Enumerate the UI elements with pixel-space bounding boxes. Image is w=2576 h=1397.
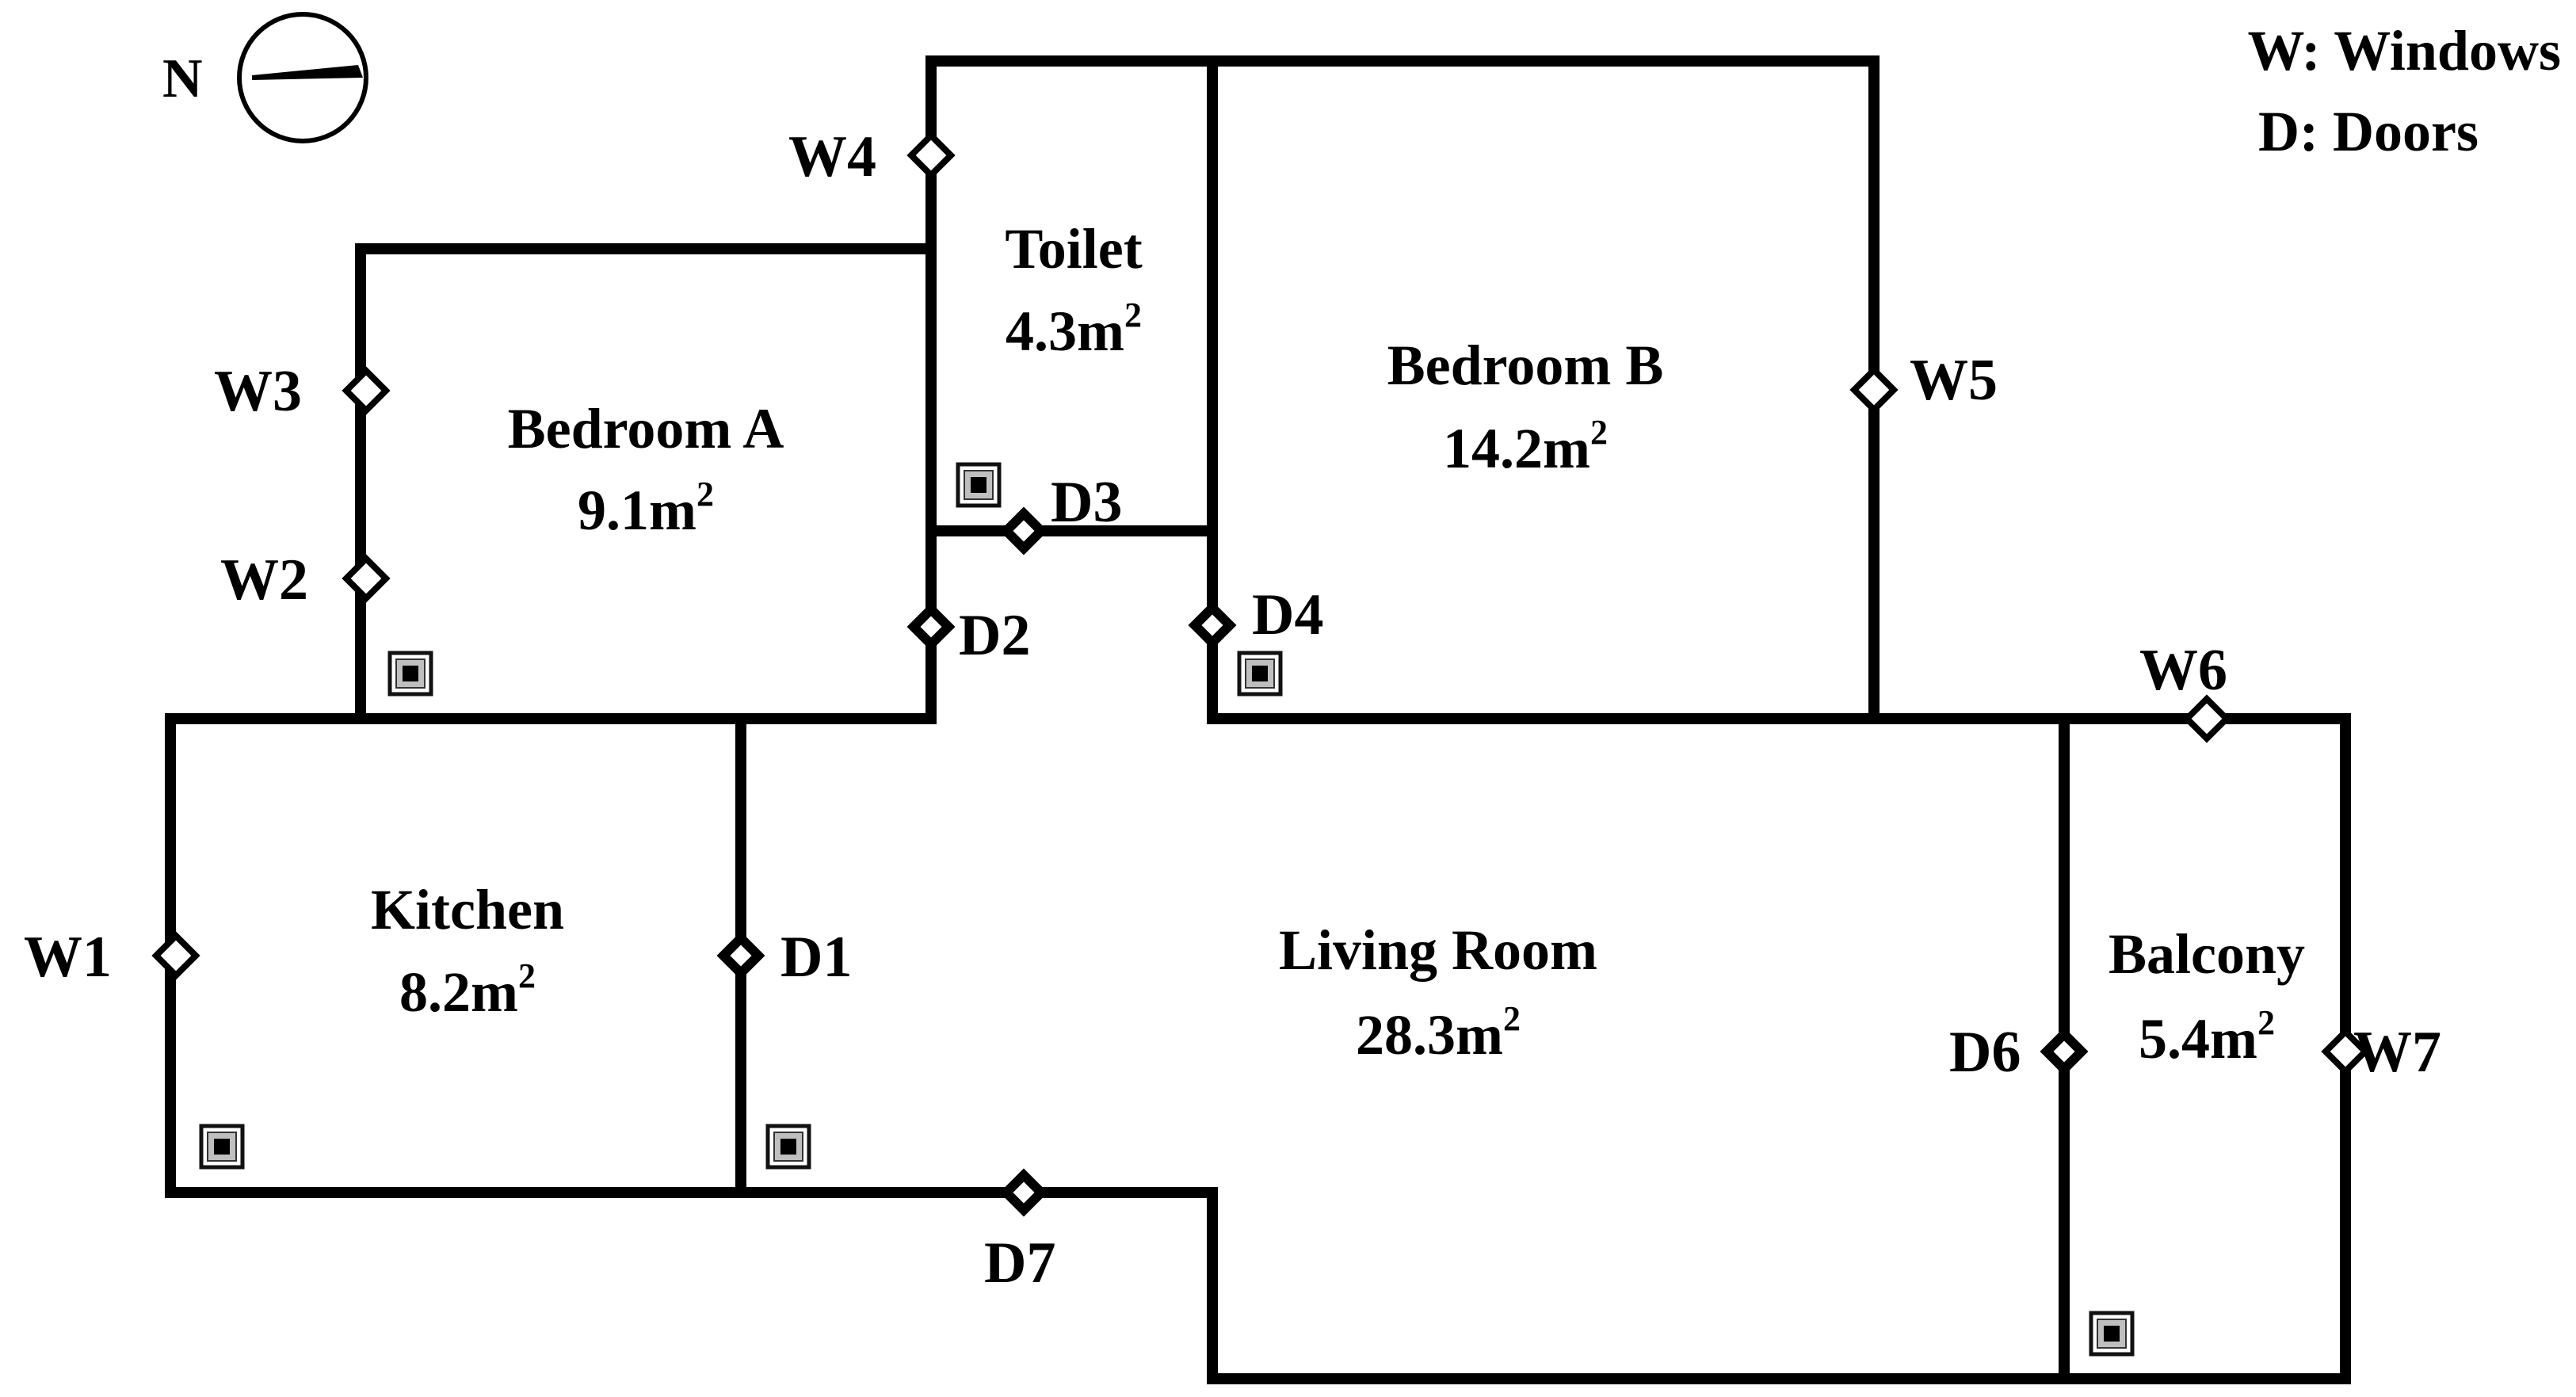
room-area-balcony: 5.4m2 [2139,1003,2275,1071]
door-markers [716,506,2089,1217]
legend: W: Windows D: Doors [2247,19,2561,163]
sensor-icon [387,651,433,697]
door-d4-marker-icon [1188,601,1237,650]
sensor-icon [2089,1311,2135,1357]
door-d1-marker-icon [716,931,765,980]
wall-kitchen [165,713,746,1198]
window-labels: W1 W2 W3 W4 W5 W6 W7 [24,124,2441,1085]
walls [165,55,2351,1384]
room-name-balcony: Balcony [2109,922,2305,986]
room-name-toilet: Toilet [1005,217,1142,281]
room-area-kitchen: 8.2m2 [399,956,536,1024]
sensor-icon [1237,651,1283,697]
sensor-icon [199,1124,245,1170]
window-markers [151,131,2370,1076]
sensors [199,462,2135,1357]
door-label-d6: D6 [1949,1020,2021,1085]
door-d6-marker-icon [2040,1027,2089,1076]
window-w6-marker-icon [2182,694,2231,743]
room-name-bedroom-a: Bedroom A [508,397,784,460]
room-name-bedroom-b: Bedroom B [1387,334,1664,397]
window-label-w2: W2 [220,548,308,613]
sensor-icon [765,1124,811,1170]
door-d2-marker-icon [906,602,956,651]
door-label-d7: D7 [984,1231,1055,1296]
sensor-icon [956,462,1002,508]
window-label-w1: W1 [24,925,112,990]
window-w4-marker-icon [906,131,956,180]
window-w2-marker-icon [342,554,391,603]
legend-doors: D: Doors [2258,100,2479,163]
compass: N [162,12,368,143]
legend-windows: W: Windows [2247,19,2561,82]
door-label-d3: D3 [1051,470,1122,535]
window-label-w7: W7 [2353,1020,2441,1085]
door-d7-marker-icon [999,1168,1048,1217]
window-w5-marker-icon [1849,365,1899,414]
room-area-bedroom-b: 14.2m2 [1443,413,1608,480]
wall-living-bottom [735,713,2351,1384]
room-labels: Toilet 4.3m2 Bedroom B 14.2m2 Bedroom A … [371,217,2305,1071]
room-name-kitchen: Kitchen [371,878,564,941]
door-label-d4: D4 [1252,582,1323,647]
compass-north-label: N [162,48,203,109]
door-d3-marker-icon [999,506,1048,555]
room-area-toilet: 4.3m2 [1006,296,1142,363]
door-label-d2: D2 [959,603,1030,668]
window-label-w5: W5 [1910,348,1998,413]
window-w1-marker-icon [151,931,200,980]
door-labels: D1 D2 D3 D4 D6 D7 [780,470,2021,1296]
window-label-w3: W3 [214,359,302,424]
compass-icon [237,12,368,143]
door-label-d1: D1 [780,925,852,990]
window-label-w4: W4 [788,124,876,189]
room-area-bedroom-a: 9.1m2 [578,475,714,542]
room-name-living-room: Living Room [1279,918,1597,982]
room-area-living-room: 28.3m2 [1356,999,1521,1067]
window-label-w6: W6 [2139,638,2227,703]
window-w3-marker-icon [342,366,391,415]
window-w7-marker-icon [2321,1027,2370,1076]
